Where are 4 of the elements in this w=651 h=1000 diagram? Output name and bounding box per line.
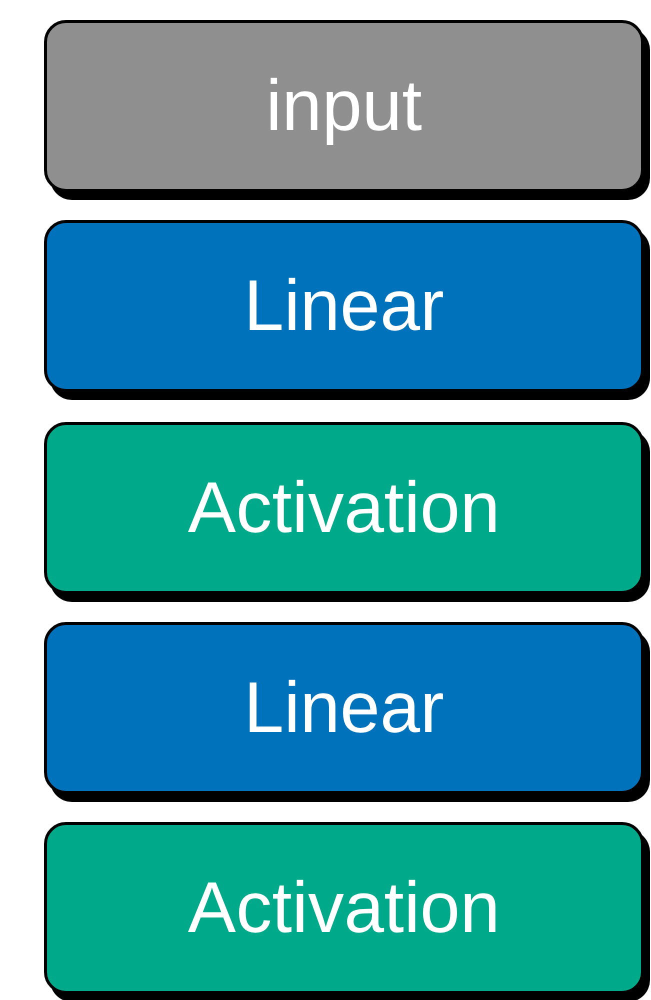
- layer-label: Activation: [188, 872, 500, 944]
- layer-label: Activation: [188, 472, 500, 544]
- layer-label: Linear: [244, 672, 444, 744]
- layer-label: Linear: [244, 270, 444, 342]
